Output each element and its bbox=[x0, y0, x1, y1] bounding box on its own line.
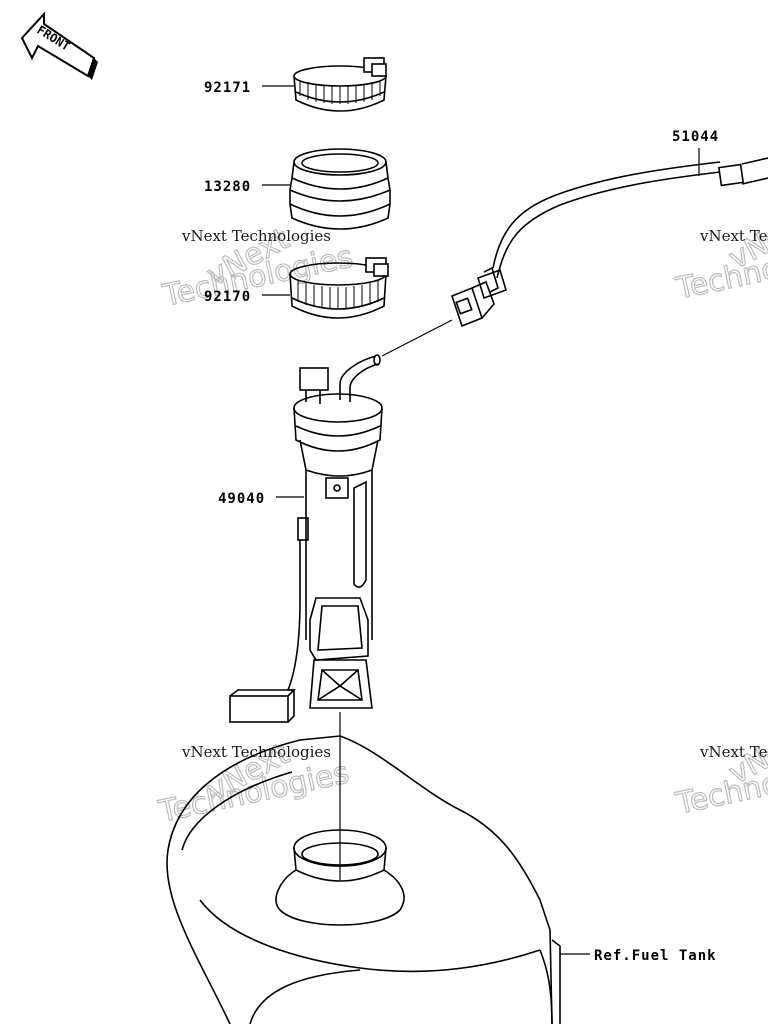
part-label-51044: 51044 bbox=[672, 129, 719, 145]
part-label-13280: 13280 bbox=[204, 179, 251, 195]
part-label-49040: 49040 bbox=[218, 491, 265, 507]
clamp-92170 bbox=[289, 257, 389, 319]
watermark-group-lower: vNext Technologies vNext Technologies bbox=[155, 736, 353, 831]
hose-51044 bbox=[477, 157, 768, 300]
part-label-92171: 92171 bbox=[204, 80, 251, 96]
clamp-92171 bbox=[293, 57, 387, 112]
watermark-small: vNext Technologies bbox=[181, 743, 331, 761]
part-label-92170: 92170 bbox=[204, 289, 251, 305]
watermark-small: vNext Technologies bbox=[699, 227, 768, 245]
watermark-group-upper: vNext Technologies vNext Technologies bbox=[159, 221, 357, 315]
watermark-small: vNext Technologies bbox=[699, 743, 768, 761]
seal-13280 bbox=[289, 148, 391, 230]
fuel-tank-outline bbox=[166, 735, 561, 1024]
front-arrow-badge: FRONT bbox=[20, 11, 98, 80]
watermark-small: vNext Technologies bbox=[181, 227, 331, 245]
connector-51044 bbox=[451, 280, 495, 328]
watermark-group-upper-right: vNext Technologies vNext Technologies bbox=[672, 204, 768, 308]
watermark-group-lower-right: vNext Technologies vNext Technologies bbox=[672, 719, 768, 823]
ref-fuel-tank-label: Ref.Fuel Tank bbox=[594, 948, 717, 964]
fuel-pump-49040 bbox=[229, 354, 383, 723]
